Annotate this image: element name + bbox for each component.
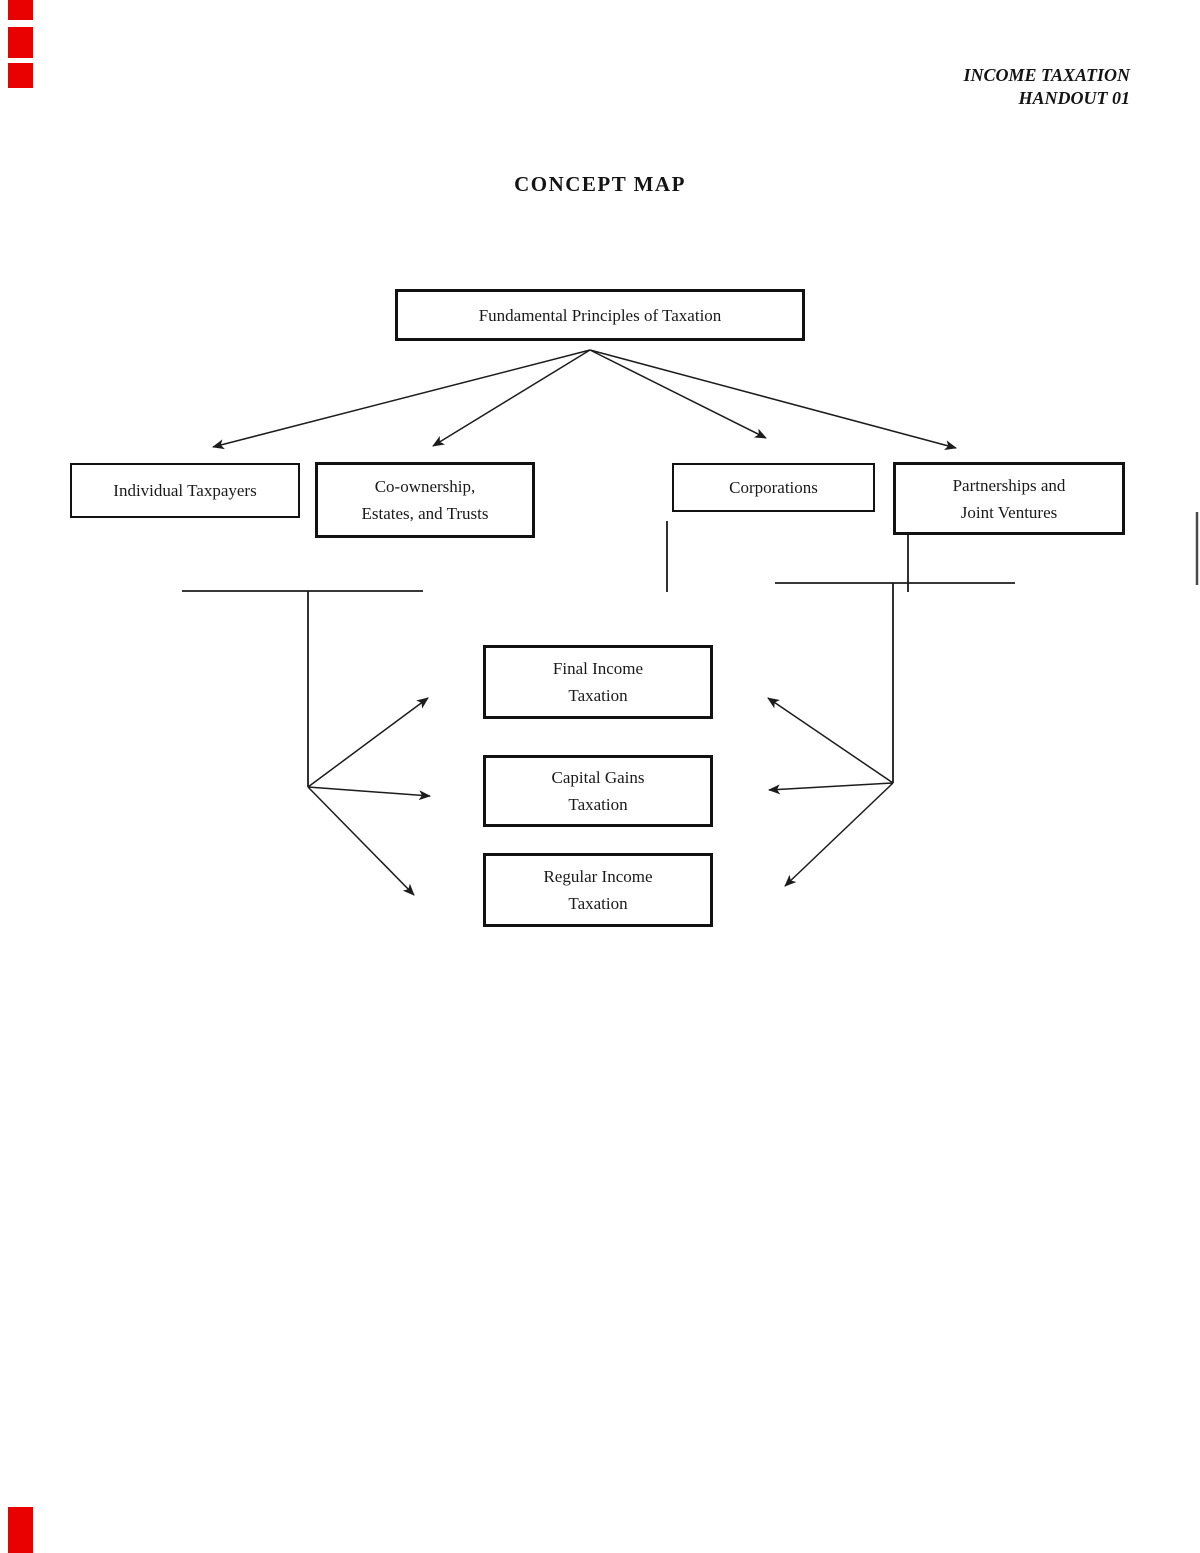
- scan-edge-red-mark: [8, 1507, 33, 1553]
- page-title: CONCEPT MAP: [514, 172, 686, 196]
- node-label-line1: Partnerships and: [952, 475, 1066, 495]
- header-course-title: INCOME TAXATION: [963, 65, 1130, 85]
- node-coownership-estates-trusts: Co-ownership, Estates, and Trusts: [315, 462, 535, 538]
- node-label: Fundamental Principles of Taxation: [478, 305, 722, 325]
- node-label-line2: Taxation: [568, 686, 628, 705]
- node-partnerships-joint-ventures: Partnerships and Joint Ventures: [893, 462, 1125, 535]
- node-label-line1: Regular Income: [543, 867, 653, 886]
- node-label-line1: Final Income: [552, 659, 644, 678]
- document-header: INCOME TAXATION HANDOUT 01: [963, 64, 1130, 110]
- scan-edge-red-mark: [8, 63, 33, 88]
- node-final-income-taxation: Final Income Taxation: [483, 645, 713, 719]
- right-fan-arrows: [767, 697, 894, 887]
- node-capital-gains-taxation: Capital Gains Taxation: [483, 755, 713, 827]
- header-handout-number: HANDOUT 01: [1018, 88, 1131, 108]
- node-label-line2: Estates, and Trusts: [361, 504, 489, 523]
- node-label: Individual Taxpayers: [113, 481, 257, 500]
- left-group-connector: [182, 590, 423, 787]
- node-regular-income-taxation: Regular Income Taxation: [483, 853, 713, 927]
- node-individual-taxpayers: Individual Taxpayers: [70, 463, 300, 518]
- scan-edge-red-mark: [8, 0, 33, 20]
- node-fundamental-principles: Fundamental Principles of Taxation: [395, 289, 805, 341]
- node-label-line2: Joint Ventures: [960, 502, 1058, 522]
- node-label: Corporations: [729, 478, 818, 497]
- node-corporations: Corporations: [672, 463, 875, 512]
- node-label-line1: Co-ownership,: [374, 477, 476, 496]
- node-label-line2: Taxation: [568, 894, 628, 913]
- scan-edge-red-mark: [8, 27, 33, 58]
- left-fan-arrows: [307, 697, 431, 896]
- node-label-line2: Taxation: [568, 795, 628, 814]
- top-fan-arrows: [212, 349, 957, 450]
- node-label-line1: Capital Gains: [551, 768, 645, 787]
- right-group-connector: [666, 521, 1015, 783]
